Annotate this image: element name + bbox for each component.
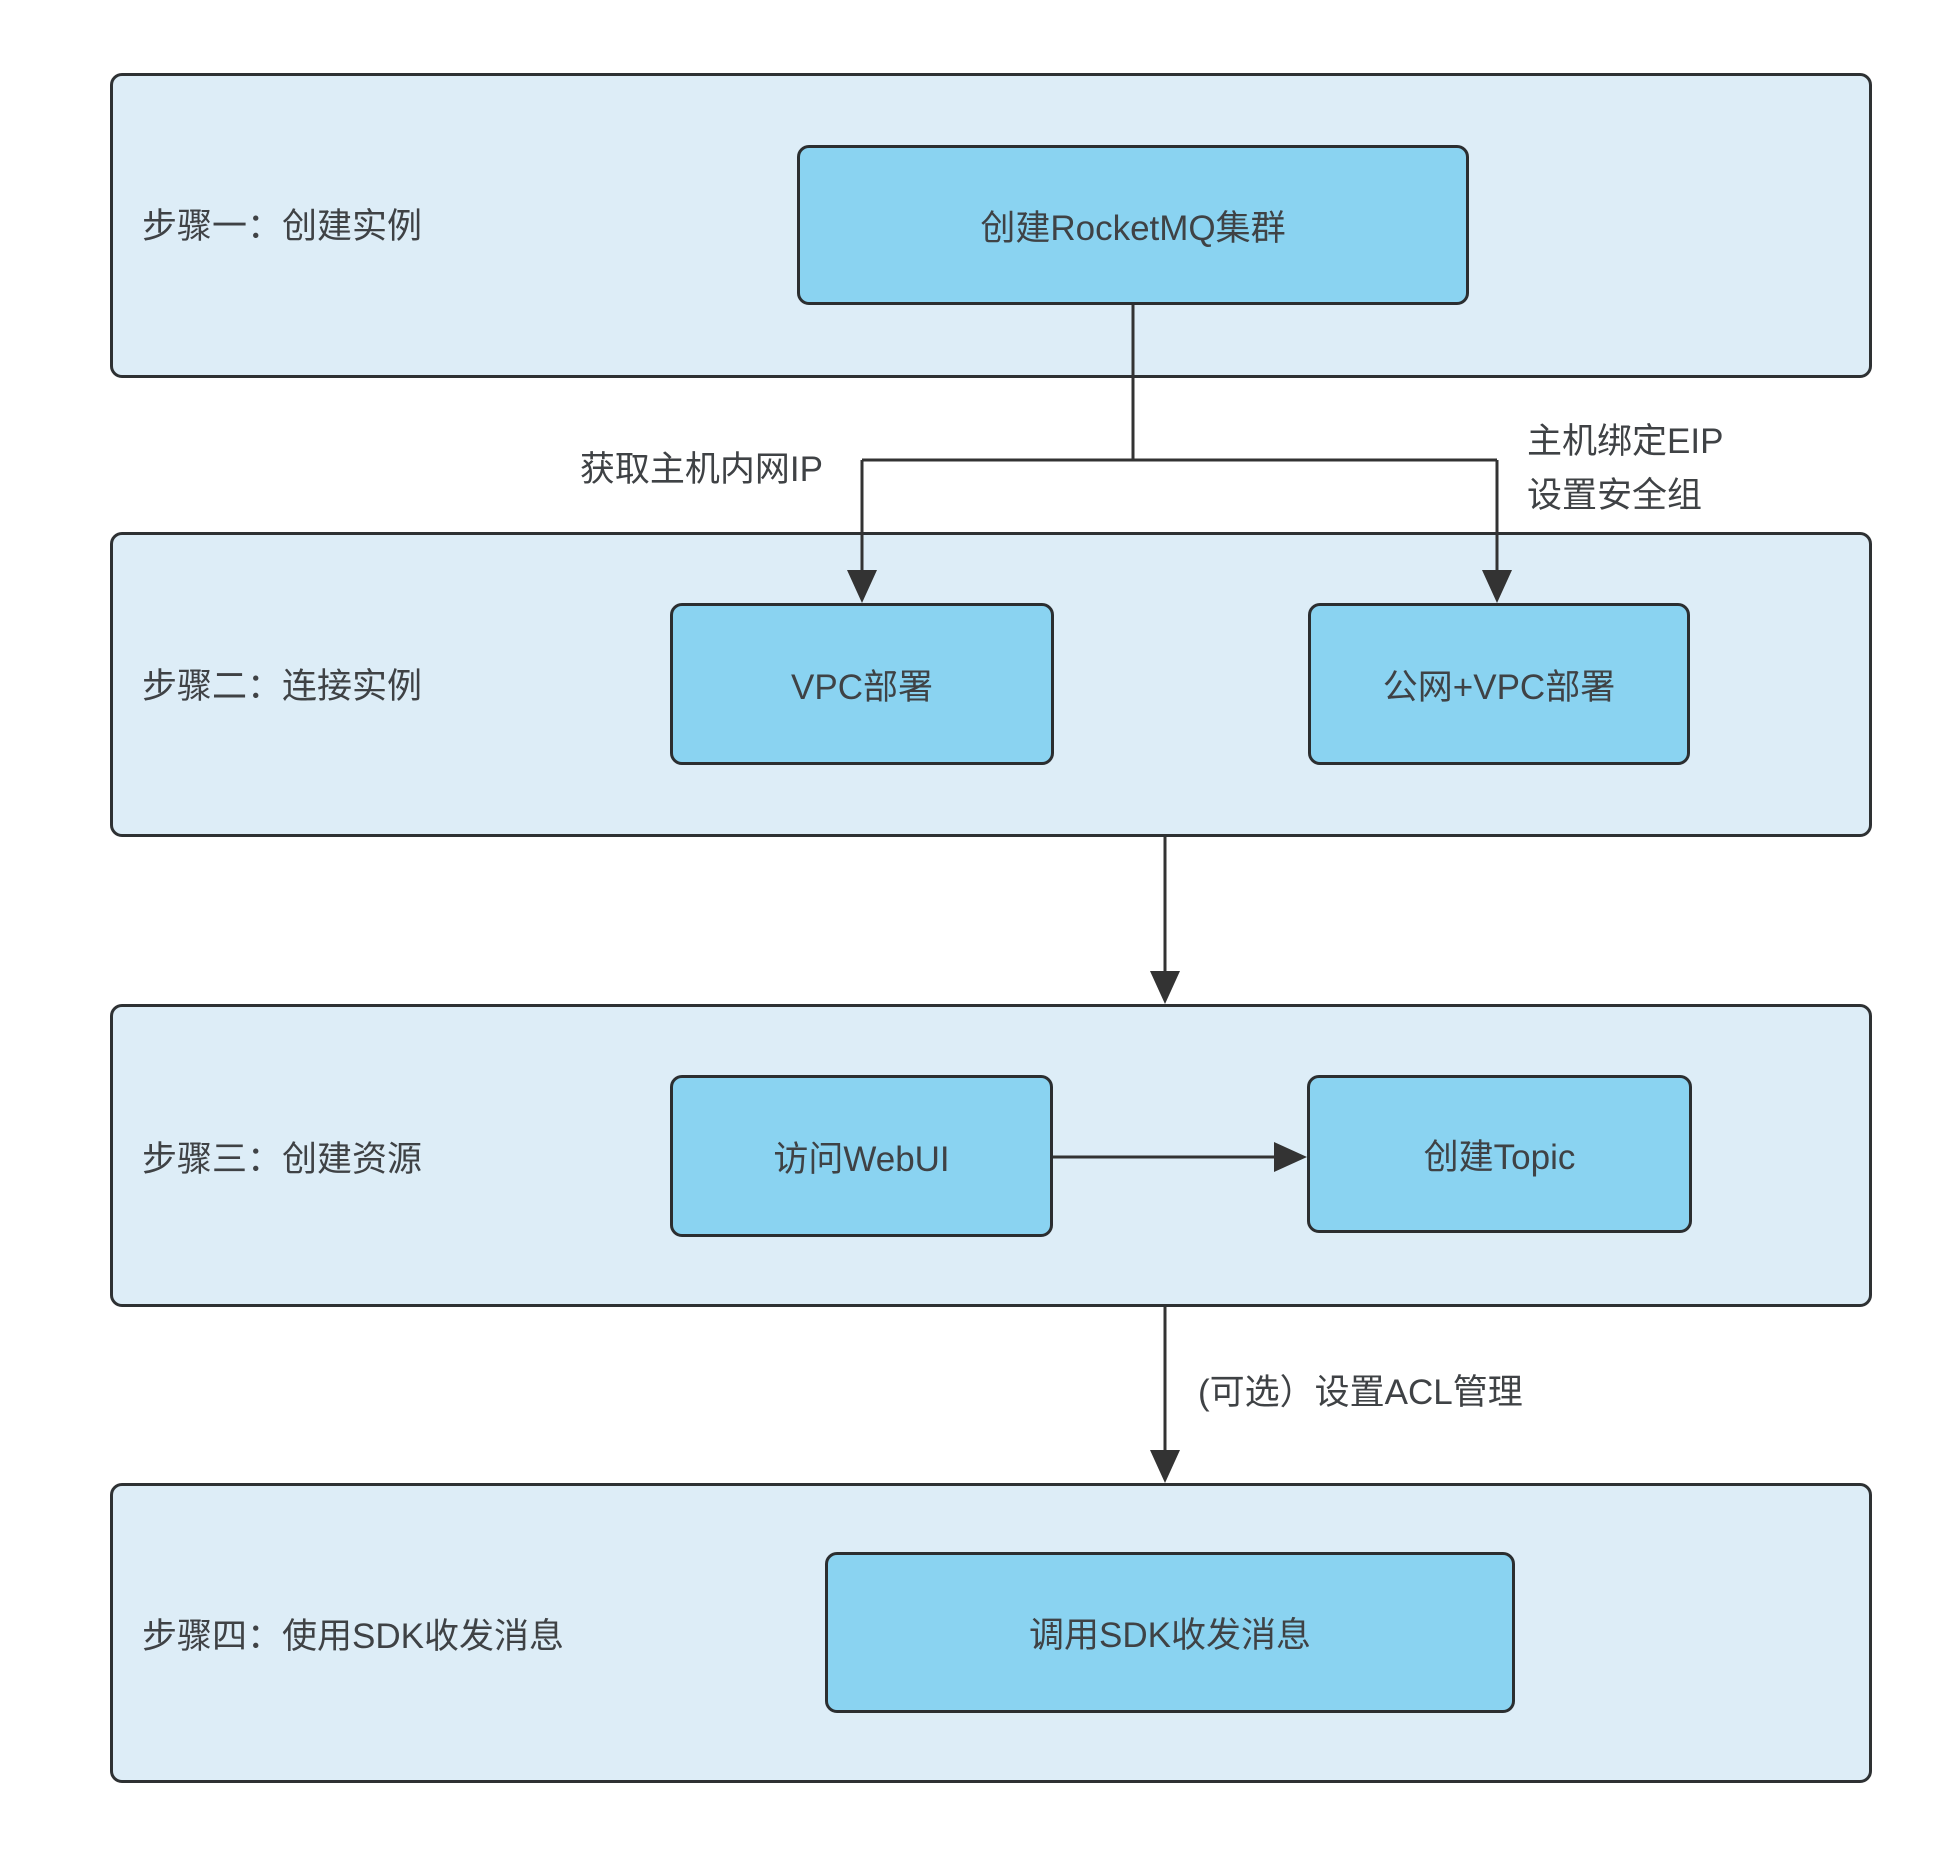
node-call-sdk-messages-label: 调用SDK收发消息 (1029, 1616, 1311, 1655)
node-create-topic: 创建Topic (1307, 1075, 1692, 1233)
edge-label-bind-eip-line1: 主机绑定EIP (1527, 422, 1724, 461)
node-vpc-deploy: VPC部署 (670, 603, 1054, 765)
node-vpc-deploy-label: VPC部署 (791, 667, 933, 707)
step-3-label: 步骤三：创建资源 (142, 1140, 423, 1179)
node-public-plus-vpc-deploy: 公网+VPC部署 (1308, 603, 1690, 765)
edge-label-bind-eip-security-group: 主机绑定EIP 设置安全组 (1527, 415, 1723, 523)
step-1-label: 步骤一：创建实例 (142, 207, 423, 246)
node-create-rocketmq-cluster-label: 创建RocketMQ集群 (980, 208, 1286, 248)
step-4-label: 步骤四：使用SDK收发消息 (142, 1617, 564, 1656)
edge-label-bind-eip-line2: 设置安全组 (1527, 476, 1703, 515)
node-access-webui-label: 访问WebUI (773, 1139, 950, 1179)
node-call-sdk-messages: 调用SDK收发消息 (825, 1552, 1515, 1713)
node-public-plus-vpc-deploy-label: 公网+VPC部署 (1382, 667, 1616, 707)
step-2-label: 步骤二：连接实例 (142, 667, 423, 706)
edge-label-acl-optional: (可选）设置ACL管理 (1198, 1373, 1523, 1412)
arrowhead-into-panel-4 (1150, 1450, 1180, 1483)
node-create-rocketmq-cluster: 创建RocketMQ集群 (797, 145, 1469, 305)
node-create-topic-label: 创建Topic (1423, 1137, 1576, 1177)
edge-label-get-intranet-ip: 获取主机内网IP (579, 450, 823, 489)
node-access-webui: 访问WebUI (670, 1075, 1053, 1237)
arrowhead-into-panel-3 (1150, 971, 1180, 1004)
